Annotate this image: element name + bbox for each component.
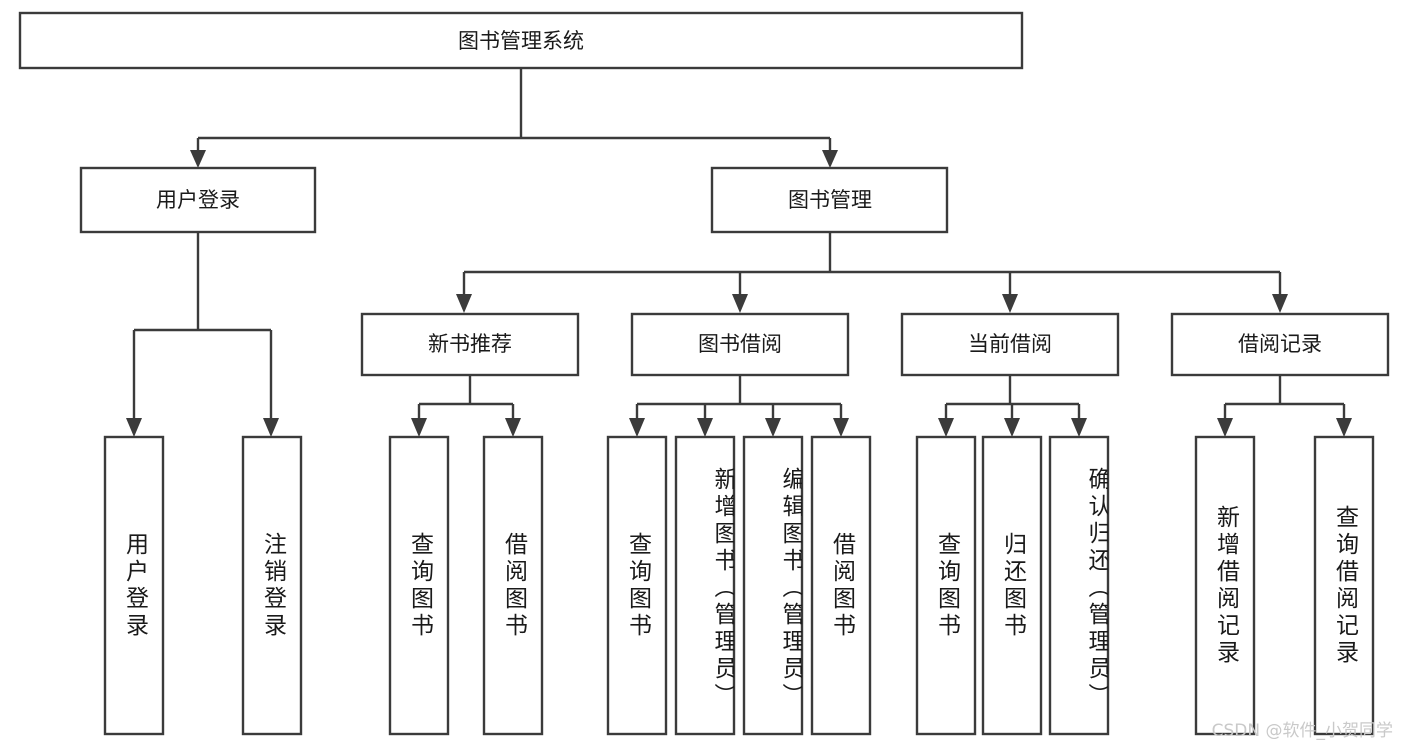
node-new-book-recommend-box [360,312,580,377]
node-book-borrow-box [630,312,850,377]
leaf-user-login-1-box [103,435,165,736]
leaf-book-borrow-3-box [742,435,804,736]
arrow-current-leaf2 [1004,418,1020,437]
leaf-borrow-record-2-box [1313,435,1375,736]
edges-group [126,68,1352,437]
node-book-manage-box [710,166,949,234]
arrow-borrow-leaf3 [765,418,781,437]
leaf-current-borrow-3[interactable]: 确认归还（管理员） [1048,435,1110,736]
leaf-book-borrow-2-box [674,435,736,736]
leaf-user-login-1[interactable]: 用户登录 [103,435,165,736]
leaf-book-borrow-4-text-wrap: 借阅图书 [828,531,855,640]
node-book-manage[interactable]: 图书管理 [710,166,949,234]
leaf-current-borrow-1-label: 查询图书 [933,531,960,640]
node-borrow-record-label: 借阅记录 [1238,332,1322,356]
arrow-to-book-manage [822,150,838,168]
leaf-book-borrow-1-text-wrap: 查询图书 [624,531,651,640]
leaf-book-borrow-4-label: 借阅图书 [828,531,855,640]
csdn-watermark: CSDN @软件_小贺同学 [1211,721,1393,741]
leaf-new-book-1-label: 查询图书 [406,531,433,640]
arrow-borrow-leaf4 [833,418,849,437]
leaf-user-login-2-text-wrap: 注销登录 [259,531,286,640]
leaf-new-book-1[interactable]: 查询图书 [388,435,450,736]
arrow-user-leaf2 [263,418,279,437]
leaf-book-borrow-3-text-wrap: 编辑图书（管理员） [778,467,802,710]
node-root-box [18,11,1024,70]
node-book-borrow[interactable]: 图书借阅 [630,312,850,377]
leaf-current-borrow-3-label: 确认归还（管理员） [1084,467,1108,710]
leaf-book-borrow-1-label: 查询图书 [624,531,651,640]
node-user-login-box [79,166,317,234]
leaf-book-borrow-1[interactable]: 查询图书 [606,435,668,736]
leaf-borrow-record-2[interactable]: 查询借阅记录 [1313,435,1375,736]
arrow-record-leaf1 [1217,418,1233,437]
leaf-new-book-2-text-wrap: 借阅图书 [500,531,527,640]
leaf-book-borrow-2[interactable]: 新增图书（管理员） [674,435,736,736]
leaf-user-login-1-label: 用户登录 [121,531,148,640]
leaf-book-borrow-2-label: 新增图书（管理员） [710,467,734,710]
arrow-to-new-book [456,294,472,313]
leaf-borrow-record-1-box [1194,435,1256,736]
node-current-borrow[interactable]: 当前借阅 [900,312,1120,377]
leaf-new-book-1-text-wrap: 查询图书 [406,531,433,640]
leaf-borrow-record-1[interactable]: 新增借阅记录 [1194,435,1256,736]
node-new-book-recommend-label: 新书推荐 [428,332,512,356]
arrow-to-book-borrow [732,294,748,313]
node-user-login[interactable]: 用户登录 [79,166,317,234]
leaf-new-book-2[interactable]: 借阅图书 [482,435,544,736]
node-new-book-recommend[interactable]: 新书推荐 [360,312,580,377]
leaf-user-login-2[interactable]: 注销登录 [241,435,303,736]
leaf-user-login-2-label: 注销登录 [259,531,286,640]
arrow-current-leaf3 [1071,418,1087,437]
arrow-current-leaf1 [938,418,954,437]
node-borrow-record-box [1170,312,1390,377]
leaf-book-borrow-1-box [606,435,668,736]
leaf-book-borrow-4[interactable]: 借阅图书 [810,435,872,736]
leaf-current-borrow-3-text-wrap: 确认归还（管理员） [1084,467,1108,710]
leaf-book-borrow-2-text-wrap: 新增图书（管理员） [710,467,734,710]
leaf-new-book-2-box [482,435,544,736]
leaf-user-login-1-text-wrap: 用户登录 [121,531,148,640]
leaf-book-borrow-3-label: 编辑图书（管理员） [778,467,802,710]
leaf-book-borrow-4-box [810,435,872,736]
arrow-record-leaf2 [1336,418,1352,437]
node-root-label: 图书管理系统 [458,29,584,53]
arrow-to-borrow-record [1272,294,1288,313]
leaf-current-borrow-2-text-wrap: 归还图书 [999,531,1026,640]
node-root-system[interactable]: 图书管理系统 [18,11,1024,70]
node-borrow-record[interactable]: 借阅记录 [1170,312,1390,377]
leaf-borrow-record-1-text-wrap: 新增借阅记录 [1212,504,1239,667]
node-user-login-label: 用户登录 [156,188,240,212]
leaf-new-book-2-label: 借阅图书 [500,531,527,640]
leaf-book-borrow-3[interactable]: 编辑图书（管理员） [742,435,804,736]
arrow-rec-leaf2 [505,418,521,437]
node-current-borrow-label: 当前借阅 [968,332,1052,356]
node-current-borrow-box [900,312,1120,377]
arrow-user-leaf1 [126,418,142,437]
arrow-to-user-login [190,150,206,168]
leaf-new-book-1-box [388,435,450,736]
leaf-current-borrow-1-box [915,435,977,736]
arrow-borrow-leaf2 [697,418,713,437]
arrow-rec-leaf1 [411,418,427,437]
arrow-borrow-leaf1 [629,418,645,437]
node-book-manage-label: 图书管理 [788,188,872,212]
leaf-borrow-record-1-label: 新增借阅记录 [1212,504,1239,667]
arrow-to-current-borrow [1002,294,1018,313]
leaf-user-login-2-box [241,435,303,736]
leaf-current-borrow-2-box [981,435,1043,736]
leaf-current-borrow-3-box [1048,435,1110,736]
node-book-borrow-label: 图书借阅 [698,332,782,356]
leaf-borrow-record-2-text-wrap: 查询借阅记录 [1331,504,1358,667]
leaf-current-borrow-1-text-wrap: 查询图书 [933,531,960,640]
leaf-current-borrow-2[interactable]: 归还图书 [981,435,1043,736]
leaf-current-borrow-2-label: 归还图书 [999,531,1026,640]
leaf-borrow-record-2-label: 查询借阅记录 [1331,504,1358,667]
leaf-current-borrow-1[interactable]: 查询图书 [915,435,977,736]
